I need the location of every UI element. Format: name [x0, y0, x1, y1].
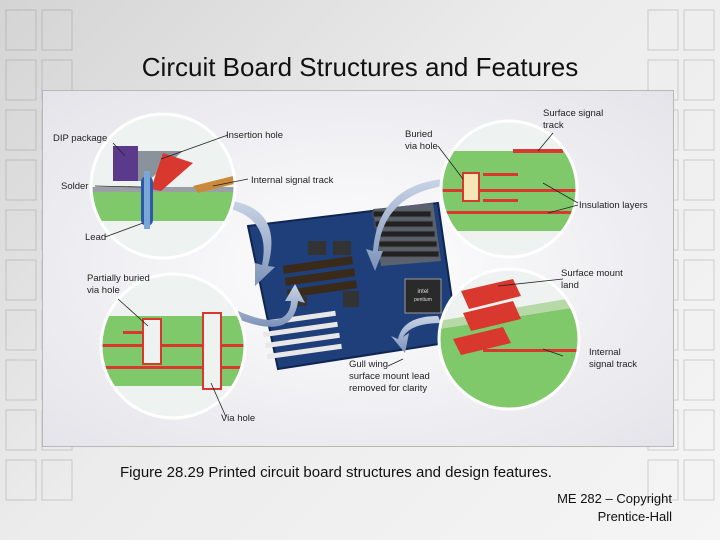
label-gull-wing-1: Gull wing	[349, 359, 388, 370]
label-buried-via-2: via hole	[405, 141, 438, 152]
label-internal-signal-track-2a: Internal	[589, 347, 621, 358]
label-solder: Solder	[61, 181, 88, 192]
label-surface-mount-2: land	[561, 280, 579, 291]
label-gull-wing-2: surface mount lead	[349, 371, 430, 382]
label-partially-buried-2: via hole	[87, 285, 120, 296]
label-surface-mount-1: Surface mount	[561, 268, 623, 279]
slide-title: Circuit Board Structures and Features	[141, 52, 579, 82]
label-buried-via-1: Buried	[405, 129, 432, 140]
leader-lines	[94, 132, 579, 418]
label-gull-wing-3: removed for clarity	[349, 383, 427, 394]
label-lead: Lead	[85, 232, 106, 243]
label-internal-signal-track: Internal signal track	[251, 175, 334, 186]
label-insertion-hole: Insertion hole	[226, 130, 283, 141]
detail-circle-via-hole	[99, 272, 247, 420]
motherboard-photo: intel pentium	[246, 201, 460, 371]
circuit-board-figure: intel pentium	[42, 90, 674, 447]
label-partially-buried-1: Partially buried	[87, 273, 150, 284]
detail-circle-dip	[89, 112, 237, 260]
label-dip-package: DIP package	[53, 133, 107, 144]
detail-circle-surface-mount	[437, 267, 581, 411]
label-surface-signal-track-2: track	[543, 120, 564, 131]
label-insulation-layers: Insulation layers	[579, 200, 648, 211]
chip-model-text: pentium	[414, 297, 432, 303]
curved-arrows	[231, 179, 443, 353]
label-surface-signal-track-1: Surface signal	[543, 108, 603, 119]
label-via-hole: Via hole	[221, 413, 255, 424]
copyright-line-2: Prentice-Hall	[597, 509, 672, 524]
copyright-line-1: ME 282 – Copyright	[557, 491, 672, 506]
chip-brand-text: intel	[417, 289, 428, 295]
detail-circle-buried-via	[439, 119, 579, 259]
cpu-chip	[404, 278, 442, 314]
figure-caption: Figure 28.29 Printed circuit board struc…	[120, 464, 552, 481]
label-internal-signal-track-2b: signal track	[589, 359, 637, 370]
copyright-notice: ME 282 – Copyright Prentice-Hall	[557, 490, 672, 526]
